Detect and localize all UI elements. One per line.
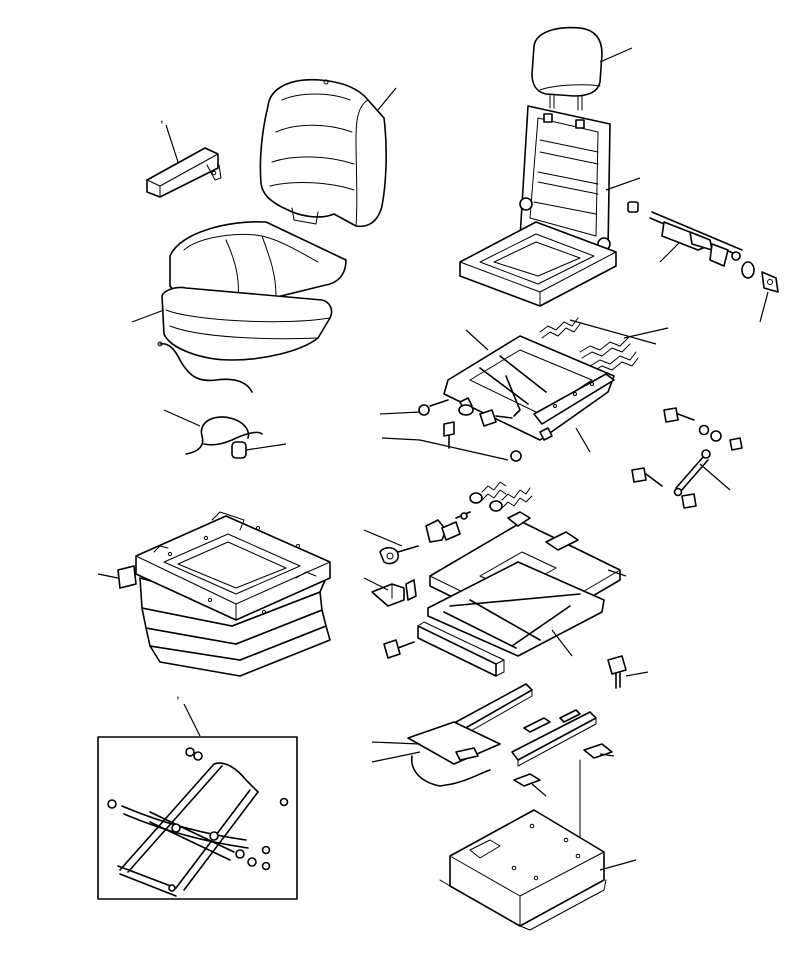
inset-mark: ,: [176, 686, 180, 701]
backrest-cushion: [259, 78, 397, 228]
damper-bolts: [631, 407, 743, 509]
bracket: [363, 577, 417, 607]
recliner-assembly: [627, 201, 779, 323]
armrest-mark: ,: [160, 110, 164, 125]
base-bolt: [383, 639, 415, 659]
suspension-base: [97, 511, 331, 677]
headrest: [531, 26, 633, 111]
hose-loop: [163, 409, 287, 459]
spring-set-top: [539, 317, 669, 373]
suspension-plate: [417, 511, 627, 677]
lower-bolt: [607, 655, 649, 689]
seat-cable: [157, 341, 253, 393]
slide-adjuster: [443, 329, 615, 453]
scissor-inset: ,: [97, 686, 298, 900]
seat-frame: [459, 105, 641, 307]
height-lever: [363, 511, 471, 565]
rail-clips: [513, 743, 615, 839]
slide-rails: [371, 683, 597, 787]
seat-cushion: [131, 221, 347, 361]
adjuster-fasteners: [379, 399, 522, 462]
spring-set-middle: [469, 481, 533, 512]
mounting-box: [439, 809, 637, 931]
armrest: ,: [146, 110, 222, 198]
